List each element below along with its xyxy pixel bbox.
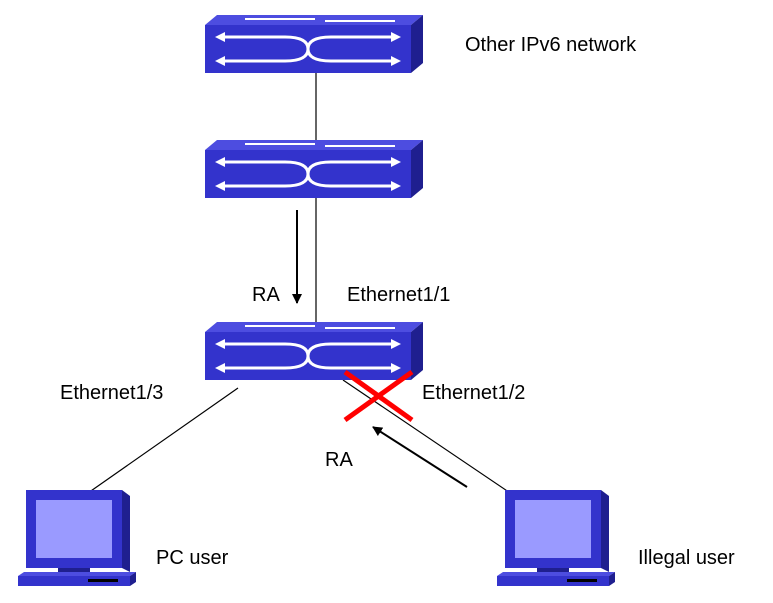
port-ethernet1-2-label: Ethernet1/2 (422, 382, 526, 404)
ra-top-label: RA (252, 284, 280, 306)
computer-icon (497, 490, 615, 586)
ra-bottom-label: RA (325, 449, 353, 471)
link-pc-user (77, 387, 239, 501)
computer-icon (18, 490, 136, 586)
switch-icon (203, 13, 425, 75)
switch-icon (203, 320, 425, 382)
block-x-icon (343, 369, 414, 423)
illegal-user-label: Illegal user (638, 547, 735, 569)
arrow-icon (372, 426, 468, 488)
switch-icon (203, 138, 425, 200)
port-ethernet1-3-label: Ethernet1/3 (60, 382, 164, 404)
port-ethernet1-1-label: Ethernet1/1 (347, 284, 451, 306)
pc-user-label: PC user (156, 547, 229, 569)
other-network-label: Other IPv6 network (465, 34, 637, 56)
